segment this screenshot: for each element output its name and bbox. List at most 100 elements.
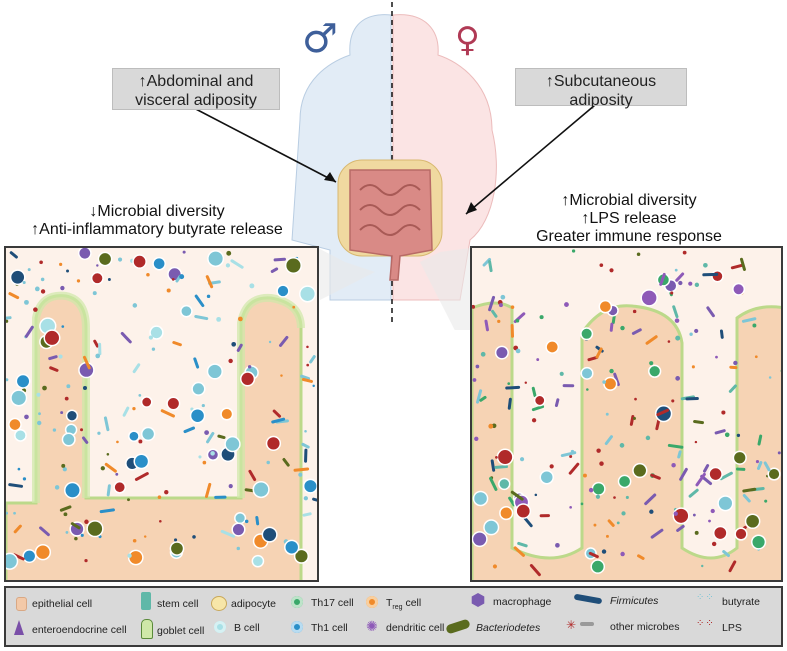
microbe-mark <box>37 420 42 426</box>
microbe-mark <box>586 388 589 391</box>
treg-prefix: T <box>386 597 393 609</box>
microbe-mark <box>117 257 123 262</box>
microbe-mark <box>625 495 629 499</box>
microbe-mark <box>164 489 169 495</box>
microbe-mark <box>306 363 310 367</box>
microbe-mark <box>677 450 682 459</box>
microbe-mark <box>182 250 186 254</box>
microbe-mark <box>115 472 119 476</box>
microbe-mark <box>217 434 226 440</box>
microbe-mark <box>194 314 209 321</box>
microbe-mark <box>733 360 738 366</box>
microbe-mark <box>6 319 9 323</box>
microbe-mark <box>58 354 63 359</box>
microbe-mark <box>6 511 9 515</box>
microbe-mark <box>169 541 185 556</box>
microbe-mark <box>777 451 781 455</box>
microbe-mark <box>84 559 88 563</box>
treg-suffix: cell <box>402 597 422 609</box>
microbe-mark <box>63 481 81 499</box>
microbe-mark <box>8 483 24 488</box>
microbe-mark <box>39 526 50 537</box>
microbe-mark <box>533 394 546 407</box>
microbe-mark <box>524 381 527 384</box>
microbe-mark <box>620 325 625 331</box>
th1-cell-icon <box>291 621 303 633</box>
microbe-mark <box>293 467 310 472</box>
microbe-mark <box>679 467 688 481</box>
microbe-mark <box>231 341 237 347</box>
microbe-mark <box>539 470 554 485</box>
microbe-mark <box>205 275 214 289</box>
microbe-mark <box>244 519 249 524</box>
microbe-mark <box>702 272 719 277</box>
male-adiposity-callout: ↑Abdominal and visceral adiposity <box>112 68 280 110</box>
microbe-mark <box>595 494 601 499</box>
microbe-mark <box>492 564 498 569</box>
microbe-mark <box>24 299 29 305</box>
microbe-mark <box>706 306 715 318</box>
microbe-mark <box>513 546 525 557</box>
microbe-mark <box>236 546 240 551</box>
microbe-mark <box>517 541 528 548</box>
microbe-mark <box>599 263 604 267</box>
microbe-mark <box>645 435 651 441</box>
microbe-mark <box>694 530 699 535</box>
legend-th1-label: Th1 cell <box>311 622 348 634</box>
microbe-mark <box>12 553 25 561</box>
microbe-mark <box>284 256 302 275</box>
microbe-mark <box>505 385 521 390</box>
microbe-mark <box>479 395 487 402</box>
microbe-mark <box>601 549 607 554</box>
microbe-mark <box>588 551 599 559</box>
microbe-mark <box>744 513 761 530</box>
female-caption-line1: ↑Microbial diversity <box>561 192 697 209</box>
microbe-mark <box>764 499 768 503</box>
microbe-mark <box>645 335 658 345</box>
microbe-mark <box>179 274 185 280</box>
microbe-mark <box>729 365 738 370</box>
legend-goblet-label: goblet cell <box>157 625 205 637</box>
microbe-mark <box>598 299 613 314</box>
microbe-mark <box>711 269 724 283</box>
microbe-mark <box>249 283 255 289</box>
microbe-mark <box>138 394 142 397</box>
microbe-mark <box>689 332 693 336</box>
legend-other-microbes-label: other microbes <box>610 621 680 633</box>
microbe-mark <box>688 488 699 498</box>
microbe-mark <box>496 448 514 466</box>
microbe-mark <box>549 464 554 469</box>
microbe-mark <box>216 316 222 322</box>
microbe-mark <box>564 302 569 307</box>
rod-microbe-icon <box>580 622 594 626</box>
microbe-mark <box>210 451 215 456</box>
legend-th17-label: Th17 cell <box>311 597 354 609</box>
microbe-mark <box>782 556 783 560</box>
microbe-mark <box>554 398 560 407</box>
microbe-mark <box>255 515 260 526</box>
microbe-mark <box>64 396 69 401</box>
microbe-mark <box>66 384 71 389</box>
microbe-mark <box>60 285 65 291</box>
microbe-mark <box>714 429 726 435</box>
microbe-mark <box>9 251 18 259</box>
microbe-mark <box>632 416 637 420</box>
female-callout-arrow <box>465 104 596 215</box>
microbe-mark <box>472 490 489 507</box>
enteroendocrine-cell-icon <box>14 620 24 635</box>
microbe-mark <box>694 328 699 334</box>
microbe-mark <box>192 535 196 539</box>
microbe-mark <box>22 477 27 481</box>
microbe-mark <box>498 303 503 308</box>
microbe-mark <box>580 502 584 506</box>
microbe-mark <box>172 340 182 347</box>
microbe-mark <box>767 467 781 481</box>
microbe-mark <box>476 389 483 404</box>
microbe-mark <box>36 392 41 397</box>
microbe-mark <box>708 519 711 523</box>
microbe-mark <box>143 535 147 538</box>
microbe-mark <box>24 414 29 420</box>
microbe-mark <box>95 353 101 359</box>
microbe-mark <box>120 331 132 344</box>
microbe-mark <box>171 277 175 281</box>
